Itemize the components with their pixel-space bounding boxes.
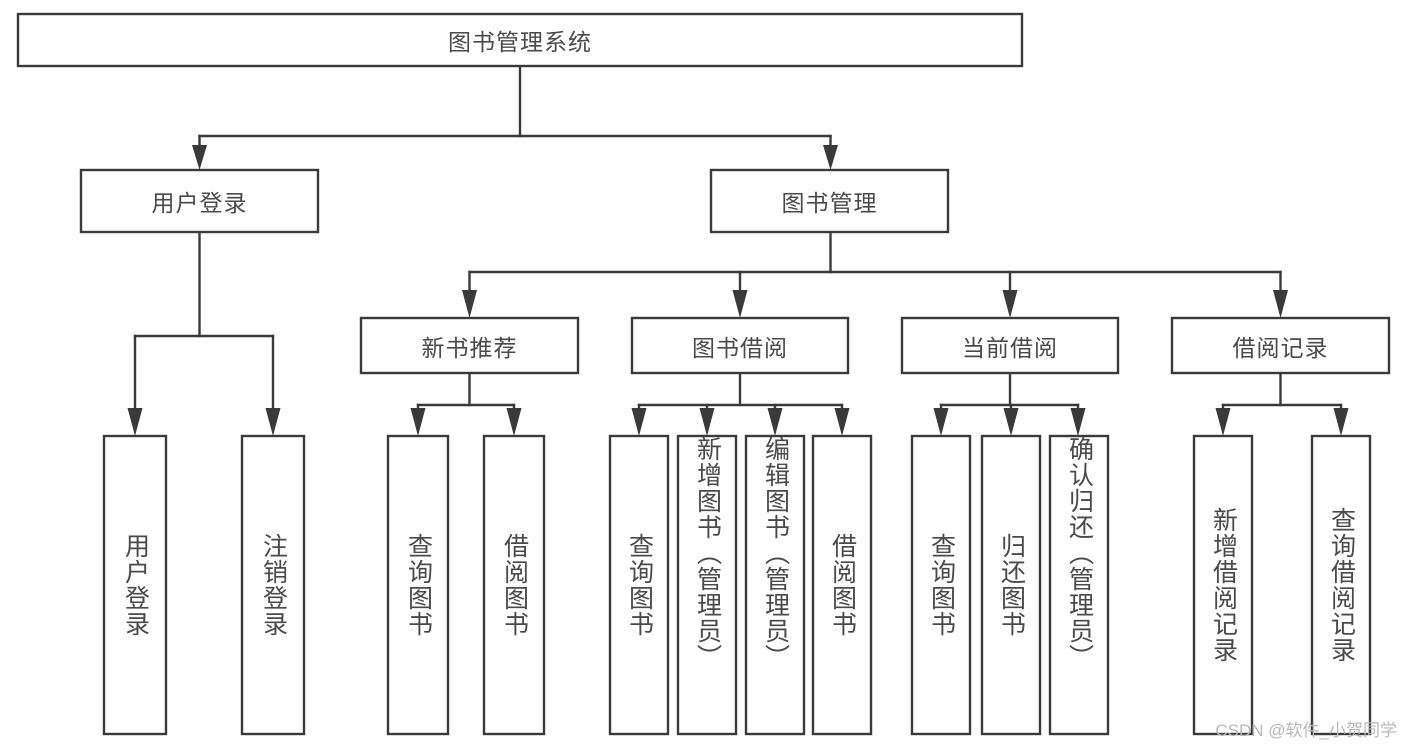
node-leaf-confirm-return[interactable] bbox=[1048, 434, 1110, 736]
arrow-cb-to-leaf1 bbox=[933, 408, 949, 436]
arrow-bb-to-leaf1 bbox=[631, 408, 647, 436]
arrow-bb-to-leaf4 bbox=[834, 408, 850, 436]
arrow-bm-to-current-borrow bbox=[1002, 290, 1018, 318]
arrow-cb-to-leaf2 bbox=[1003, 408, 1019, 436]
arrow-bm-to-new-book bbox=[462, 290, 477, 318]
node-leaf-query-record[interactable] bbox=[1310, 434, 1372, 736]
node-book-borrow[interactable] bbox=[630, 316, 850, 375]
arrow-nb-to-leaf1 bbox=[410, 408, 426, 436]
node-user-login[interactable] bbox=[79, 168, 320, 234]
node-leaf-query-book-1[interactable] bbox=[386, 434, 450, 736]
node-leaf-edit-book[interactable] bbox=[744, 434, 806, 736]
node-new-book-recommend[interactable] bbox=[359, 316, 580, 375]
node-leaf-borrow-book-1[interactable] bbox=[482, 434, 546, 736]
arrow-nb-to-leaf2 bbox=[506, 408, 522, 436]
arrow-br-to-leaf1 bbox=[1215, 408, 1231, 436]
arrow-bb-to-leaf3 bbox=[767, 408, 783, 436]
arrow-br-to-leaf2 bbox=[1333, 408, 1349, 436]
node-leaf-add-record[interactable] bbox=[1192, 434, 1254, 736]
node-leaf-add-book[interactable] bbox=[676, 434, 738, 736]
node-book-manage[interactable] bbox=[709, 168, 950, 234]
arrow-user-login-to-leaf1 bbox=[127, 408, 143, 436]
arrow-bm-to-borrow-record bbox=[1273, 290, 1288, 318]
node-leaf-return-book[interactable] bbox=[980, 434, 1042, 736]
arrow-bm-to-book-borrow bbox=[732, 290, 748, 318]
node-leaf-query-book-3[interactable] bbox=[910, 434, 972, 736]
arrow-user-login-to-leaf2 bbox=[265, 408, 281, 436]
node-current-borrow[interactable] bbox=[900, 316, 1120, 375]
node-root[interactable] bbox=[16, 12, 1024, 68]
node-leaf-user-login[interactable] bbox=[102, 434, 168, 736]
node-leaf-query-book-2[interactable] bbox=[608, 434, 670, 736]
node-leaf-logout-login[interactable] bbox=[240, 434, 306, 736]
node-borrow-record[interactable] bbox=[1170, 316, 1391, 375]
arrow-root-to-user-login bbox=[192, 145, 207, 170]
node-leaf-borrow-book-2[interactable] bbox=[811, 434, 873, 736]
arrow-cb-to-leaf3 bbox=[1070, 408, 1086, 436]
arrow-bb-to-leaf2 bbox=[699, 408, 715, 436]
arrow-root-to-book-manage bbox=[823, 145, 838, 170]
